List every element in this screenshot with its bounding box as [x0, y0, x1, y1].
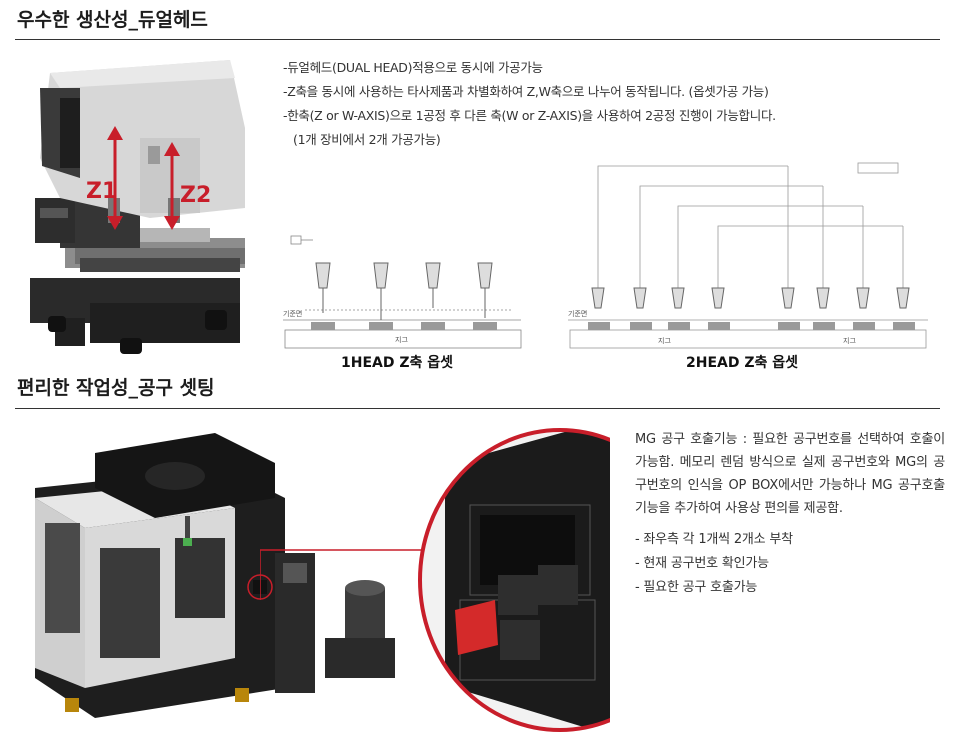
two-head-offset-diagram: 기준면 지그 지그	[568, 162, 928, 349]
diagram1-jig-label: 지그	[395, 335, 408, 344]
diagram1-caption: 1HEAD Z축 옵셋	[341, 355, 454, 371]
mg-panel-zoom-image	[418, 428, 610, 732]
diagram2-jig1-label: 지그	[658, 336, 671, 345]
one-head-offset-diagram: 기준면 지그	[283, 235, 522, 349]
z2-label: Z2	[180, 183, 211, 208]
dual-head-machine-image: Z1 Z2	[30, 60, 245, 354]
diagram2-caption: 2HEAD Z축 옵셋	[686, 355, 799, 371]
section1-title: 우수한 생산성_듀얼헤드	[17, 9, 208, 31]
desc-line-2: -Z축을 동시에 사용하는 타사제품과 차별화하여 Z,W축으로 나누어 동작됩…	[283, 84, 769, 99]
feature-item-1: - 좌우측 각 1개씩 2개소 부착	[635, 532, 793, 547]
zoom-connector-line	[260, 549, 425, 600]
machining-center-image	[35, 433, 395, 718]
section2-title: 편리한 작업성_공구 셋팅	[17, 377, 215, 399]
feature-list: - 좌우측 각 1개씩 2개소 부착 - 현재 공구번호 확인가능 - 필요한 …	[635, 528, 945, 600]
feature-item-2: - 현재 공구번호 확인가능	[635, 556, 769, 571]
section1-description: -듀얼헤드(DUAL HEAD)적용으로 동시에 가공가능 -Z축을 동시에 사…	[283, 56, 883, 152]
section1-divider	[15, 39, 940, 40]
section2-divider	[15, 408, 940, 409]
z1-label: Z1	[86, 179, 117, 204]
desc-line-3: -한축(Z or W-AXIS)으로 1공정 후 다른 축(W or Z-AXI…	[283, 108, 776, 123]
diagram2-base-label: 기준면	[568, 309, 587, 318]
tool-call-description: MG 공구 호출기능 : 필요한 공구번호를 선택하여 호출이 가능함. 메모리…	[635, 428, 945, 600]
diagram2-jig2-label: 지그	[843, 336, 856, 345]
diagram1-base-label: 기준면	[283, 309, 302, 318]
desc-line-4: (1개 장비에서 2개 가공가능)	[293, 132, 441, 147]
tool-call-paragraph: MG 공구 호출기능 : 필요한 공구번호를 선택하여 호출이 가능함. 메모리…	[635, 432, 945, 516]
feature-item-3: - 필요한 공구 호출가능	[635, 580, 758, 595]
desc-line-1: -듀얼헤드(DUAL HEAD)적용으로 동시에 가공가능	[283, 60, 543, 75]
